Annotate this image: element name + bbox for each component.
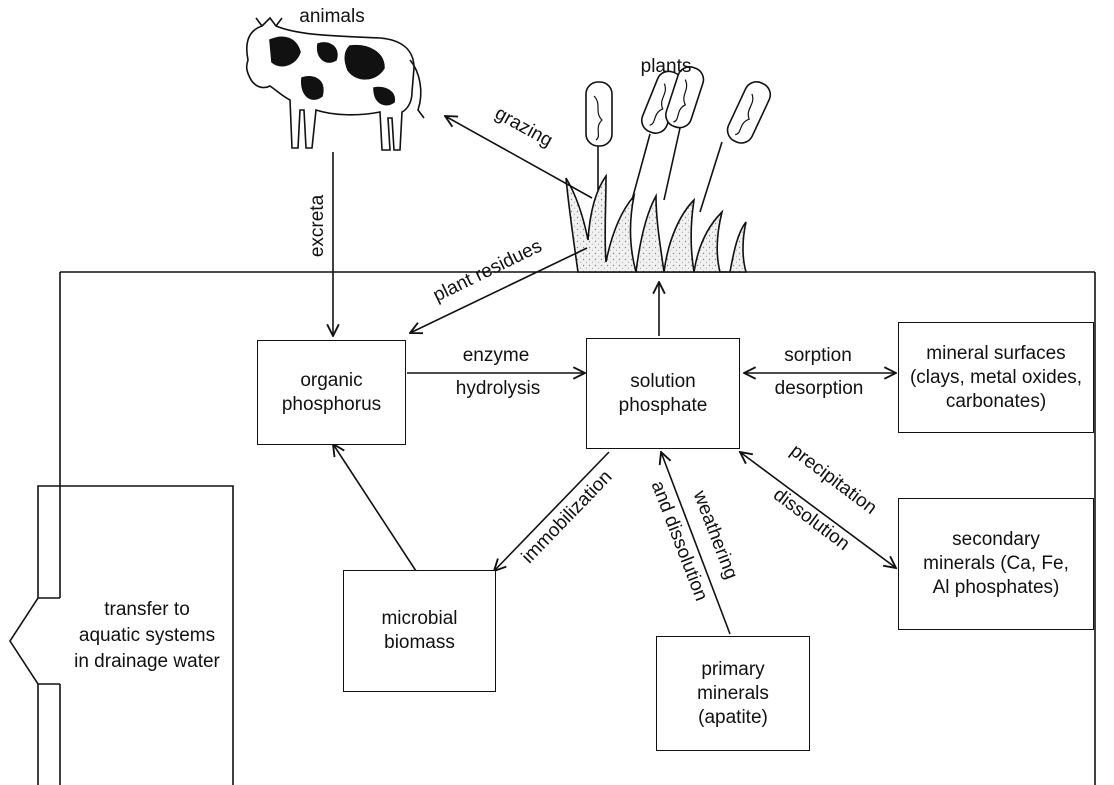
plant-residues-arrow: [410, 247, 588, 333]
microbial-biomass-box: microbial biomass: [343, 570, 496, 692]
grazing-label: grazing: [491, 103, 556, 152]
cow-icon: [245, 16, 425, 151]
animals-label: animals: [299, 6, 364, 27]
drainage-arrow: [9, 485, 234, 785]
biomass-to-organic-arrow: [333, 444, 417, 572]
enzyme-label: enzyme: [463, 345, 530, 366]
weathering-arrow: [661, 452, 731, 635]
excreta-label: excreta: [307, 194, 328, 257]
organic-phosphorus-box: organic phosphorus: [257, 340, 406, 445]
immobilization-label: immobilization: [518, 467, 617, 568]
hydrolysis-label: hydrolysis: [456, 378, 540, 399]
flow-arrows: [333, 116, 896, 635]
immobilization-arrow: [494, 451, 610, 571]
mineral-surfaces-box: mineral surfaces (clays, metal oxides, c…: [898, 322, 1094, 433]
primary-minerals-box: primary minerals (apatite): [656, 636, 810, 751]
grazing-arrow: [445, 116, 593, 199]
solution-phosphate-box: solution phosphate: [586, 338, 740, 449]
secondary-minerals-box: secondary minerals (Ca, Fe, Al phosphate…: [898, 498, 1094, 630]
sorption-label: sorption: [784, 345, 852, 366]
desorption-label: desorption: [775, 378, 864, 399]
drainage-label: transfer to aquatic systems in drainage …: [74, 599, 220, 672]
precipitation-dissolution-arrow: [740, 452, 896, 568]
plants-label: plants: [641, 56, 692, 77]
cattail-plants-icon: [565, 66, 772, 273]
